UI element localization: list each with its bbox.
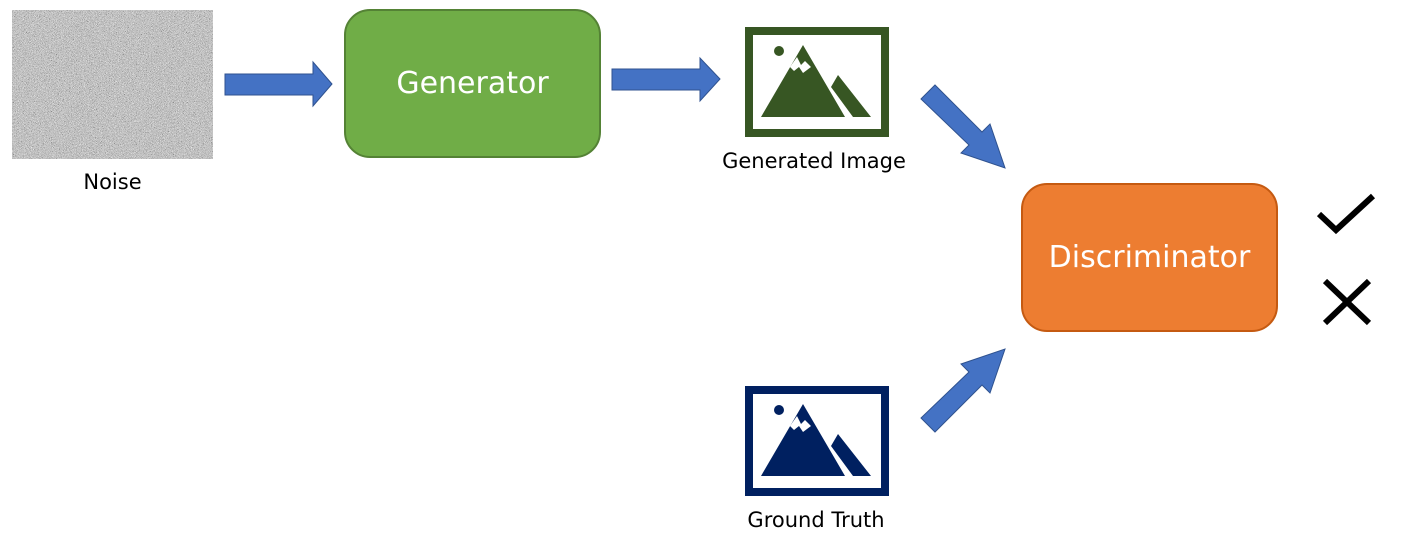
noise-label: Noise [83,170,142,194]
generator-node: Generator [344,9,601,158]
ground-truth-label: Ground Truth [747,508,885,532]
discriminator-label: Discriminator [1048,240,1251,275]
ground-truth-image-icon [745,386,889,496]
cross-icon [1320,276,1374,328]
generated-image-icon [745,27,889,137]
check-icon [1314,190,1380,240]
discriminator-node: Discriminator [1021,183,1278,332]
generated-image-label: Generated Image [722,149,906,173]
generator-label: Generator [396,66,549,101]
noise-image [12,10,213,159]
